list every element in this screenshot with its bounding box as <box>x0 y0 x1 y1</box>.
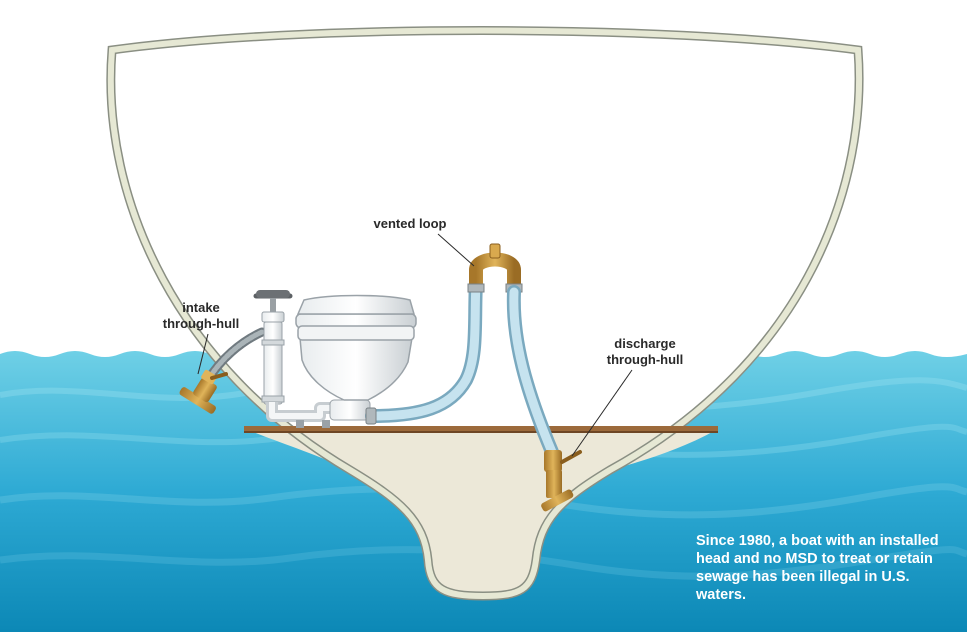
vented-loop-icon <box>467 243 523 293</box>
discharge-through-hull-label: discharge through-hull <box>590 336 700 368</box>
caption-text: Since 1980, a boat with an installed hea… <box>696 533 939 603</box>
vented-loop-label-text: vented loop <box>373 216 447 231</box>
toilet-icon <box>295 294 417 421</box>
intake-label-line-2: through-hull <box>162 316 240 331</box>
discharge-leader-line <box>571 369 633 457</box>
hand-pump-icon <box>253 290 293 405</box>
intake-through-hull-label: intake through-hull <box>146 300 256 332</box>
intake-label-line-1: intake <box>182 300 220 315</box>
vented-loop-leader-line <box>437 233 475 267</box>
vented-loop-label: vented loop <box>350 216 470 232</box>
intake-seacock-valve-icon <box>179 369 228 414</box>
discharge-label-line-2: through-hull <box>606 352 684 367</box>
intake-leader-line <box>197 333 209 375</box>
cabin-sole <box>244 426 718 432</box>
discharge-seacock-valve-icon <box>541 450 582 512</box>
discharge-label-line-1: discharge <box>614 336 676 351</box>
